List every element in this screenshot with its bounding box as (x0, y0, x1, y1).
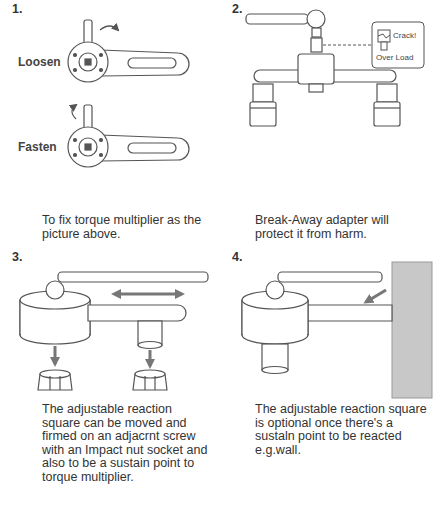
overload-inset-part (381, 42, 387, 50)
breakaway-assembly-part (312, 28, 321, 37)
multiplier-loosen-part (128, 58, 176, 68)
reaction-square-assembly-part (46, 281, 64, 299)
multiplier-loosen-part (100, 50, 189, 76)
breakaway-assembly-part (374, 102, 400, 126)
wall-reaction-assembly-part (266, 281, 284, 299)
wall-reaction-assembly-part (241, 300, 242, 335)
multiplier-loosen-part (100, 69, 103, 72)
step-number: 2. (232, 2, 242, 16)
nut-part (144, 376, 145, 390)
wall-reaction-assembly (242, 272, 392, 374)
multiplier-fasten-part (68, 127, 108, 167)
breakaway-assembly-part (309, 84, 323, 92)
force-arrow-part (366, 290, 386, 302)
overload-inset-part (372, 22, 424, 68)
direction-label: Fasten (18, 140, 57, 154)
nut-part (49, 376, 50, 390)
motion-arrows (55, 294, 182, 366)
step-caption: The adjustable reaction square can be mo… (42, 403, 210, 485)
motion-arrows-part (118, 293, 182, 296)
breakaway-assembly-part (250, 102, 276, 126)
step-caption: To fix torque multiplier as the picture … (42, 214, 207, 241)
direction-label: Loosen (18, 55, 61, 69)
reaction-square-assembly (20, 272, 208, 349)
step-caption: The adjustable reaction square is option… (255, 403, 430, 457)
multiplier-fasten-part (128, 143, 176, 153)
wall-reaction-assembly-part (278, 272, 382, 282)
multiplier-loosen-part (85, 59, 91, 65)
step-caption: Break-Away adapter will protect it from … (255, 214, 430, 241)
multiplier-fasten-part (79, 138, 97, 156)
nut-part (40, 370, 70, 378)
multiplier-loosen-part (100, 54, 103, 57)
wall-reaction-assembly-part (262, 367, 288, 374)
step-number: 3. (12, 250, 22, 264)
reaction-square-assembly-part (58, 272, 208, 282)
multiplier-fasten-part (100, 154, 103, 157)
reaction-square-assembly-part (138, 342, 162, 349)
step-number: 1. (12, 2, 22, 16)
overload-inset (323, 22, 424, 68)
multiplier-loosen-part (74, 69, 77, 72)
overload-inset-part (378, 34, 390, 38)
breakaway-assembly-part (307, 10, 325, 28)
breakaway-assembly-part (298, 54, 334, 84)
multiplier-loosen-part (74, 54, 77, 57)
multiplier-fasten-part (85, 144, 91, 150)
reaction-square-assembly-part (19, 300, 20, 335)
multiplier-fasten-part (74, 139, 77, 142)
nut-part (59, 376, 60, 390)
force-arrow (366, 290, 386, 302)
overload-inset-part (323, 45, 371, 46)
wall (392, 262, 432, 398)
wall-part (392, 262, 432, 398)
motion-arrows-part (54, 346, 57, 364)
inset-label: Crack! (393, 31, 416, 40)
overload-inset-part (378, 30, 390, 42)
wall-reaction-assembly-part (307, 300, 308, 335)
multiplier-loosen (68, 20, 189, 82)
breakaway-assembly-part (253, 84, 273, 102)
breakaway-assembly-part (311, 38, 322, 52)
nut (38, 370, 167, 390)
multiplier-loosen-part (100, 26, 118, 30)
breakaway-assembly-part (246, 14, 308, 24)
multiplier-fasten (68, 105, 189, 167)
multiplier-loosen-part (79, 53, 97, 71)
inset-label: Over Load (376, 53, 413, 62)
nut-part (154, 376, 155, 390)
reaction-square-assembly-part (88, 305, 186, 321)
multiplier-fasten-part (100, 135, 189, 161)
multiplier-fasten-part (100, 139, 103, 142)
multiplier-fasten-part (72, 105, 76, 119)
breakaway-assembly-part (250, 107, 276, 108)
motion-arrows-part (149, 350, 152, 366)
breakaway-assembly-part (377, 84, 397, 102)
step-number: 4. (232, 250, 242, 264)
multiplier-fasten-part (74, 154, 77, 157)
breakaway-assembly-part (374, 107, 400, 108)
multiplier-loosen-part (68, 42, 108, 82)
nut-part (135, 370, 165, 378)
